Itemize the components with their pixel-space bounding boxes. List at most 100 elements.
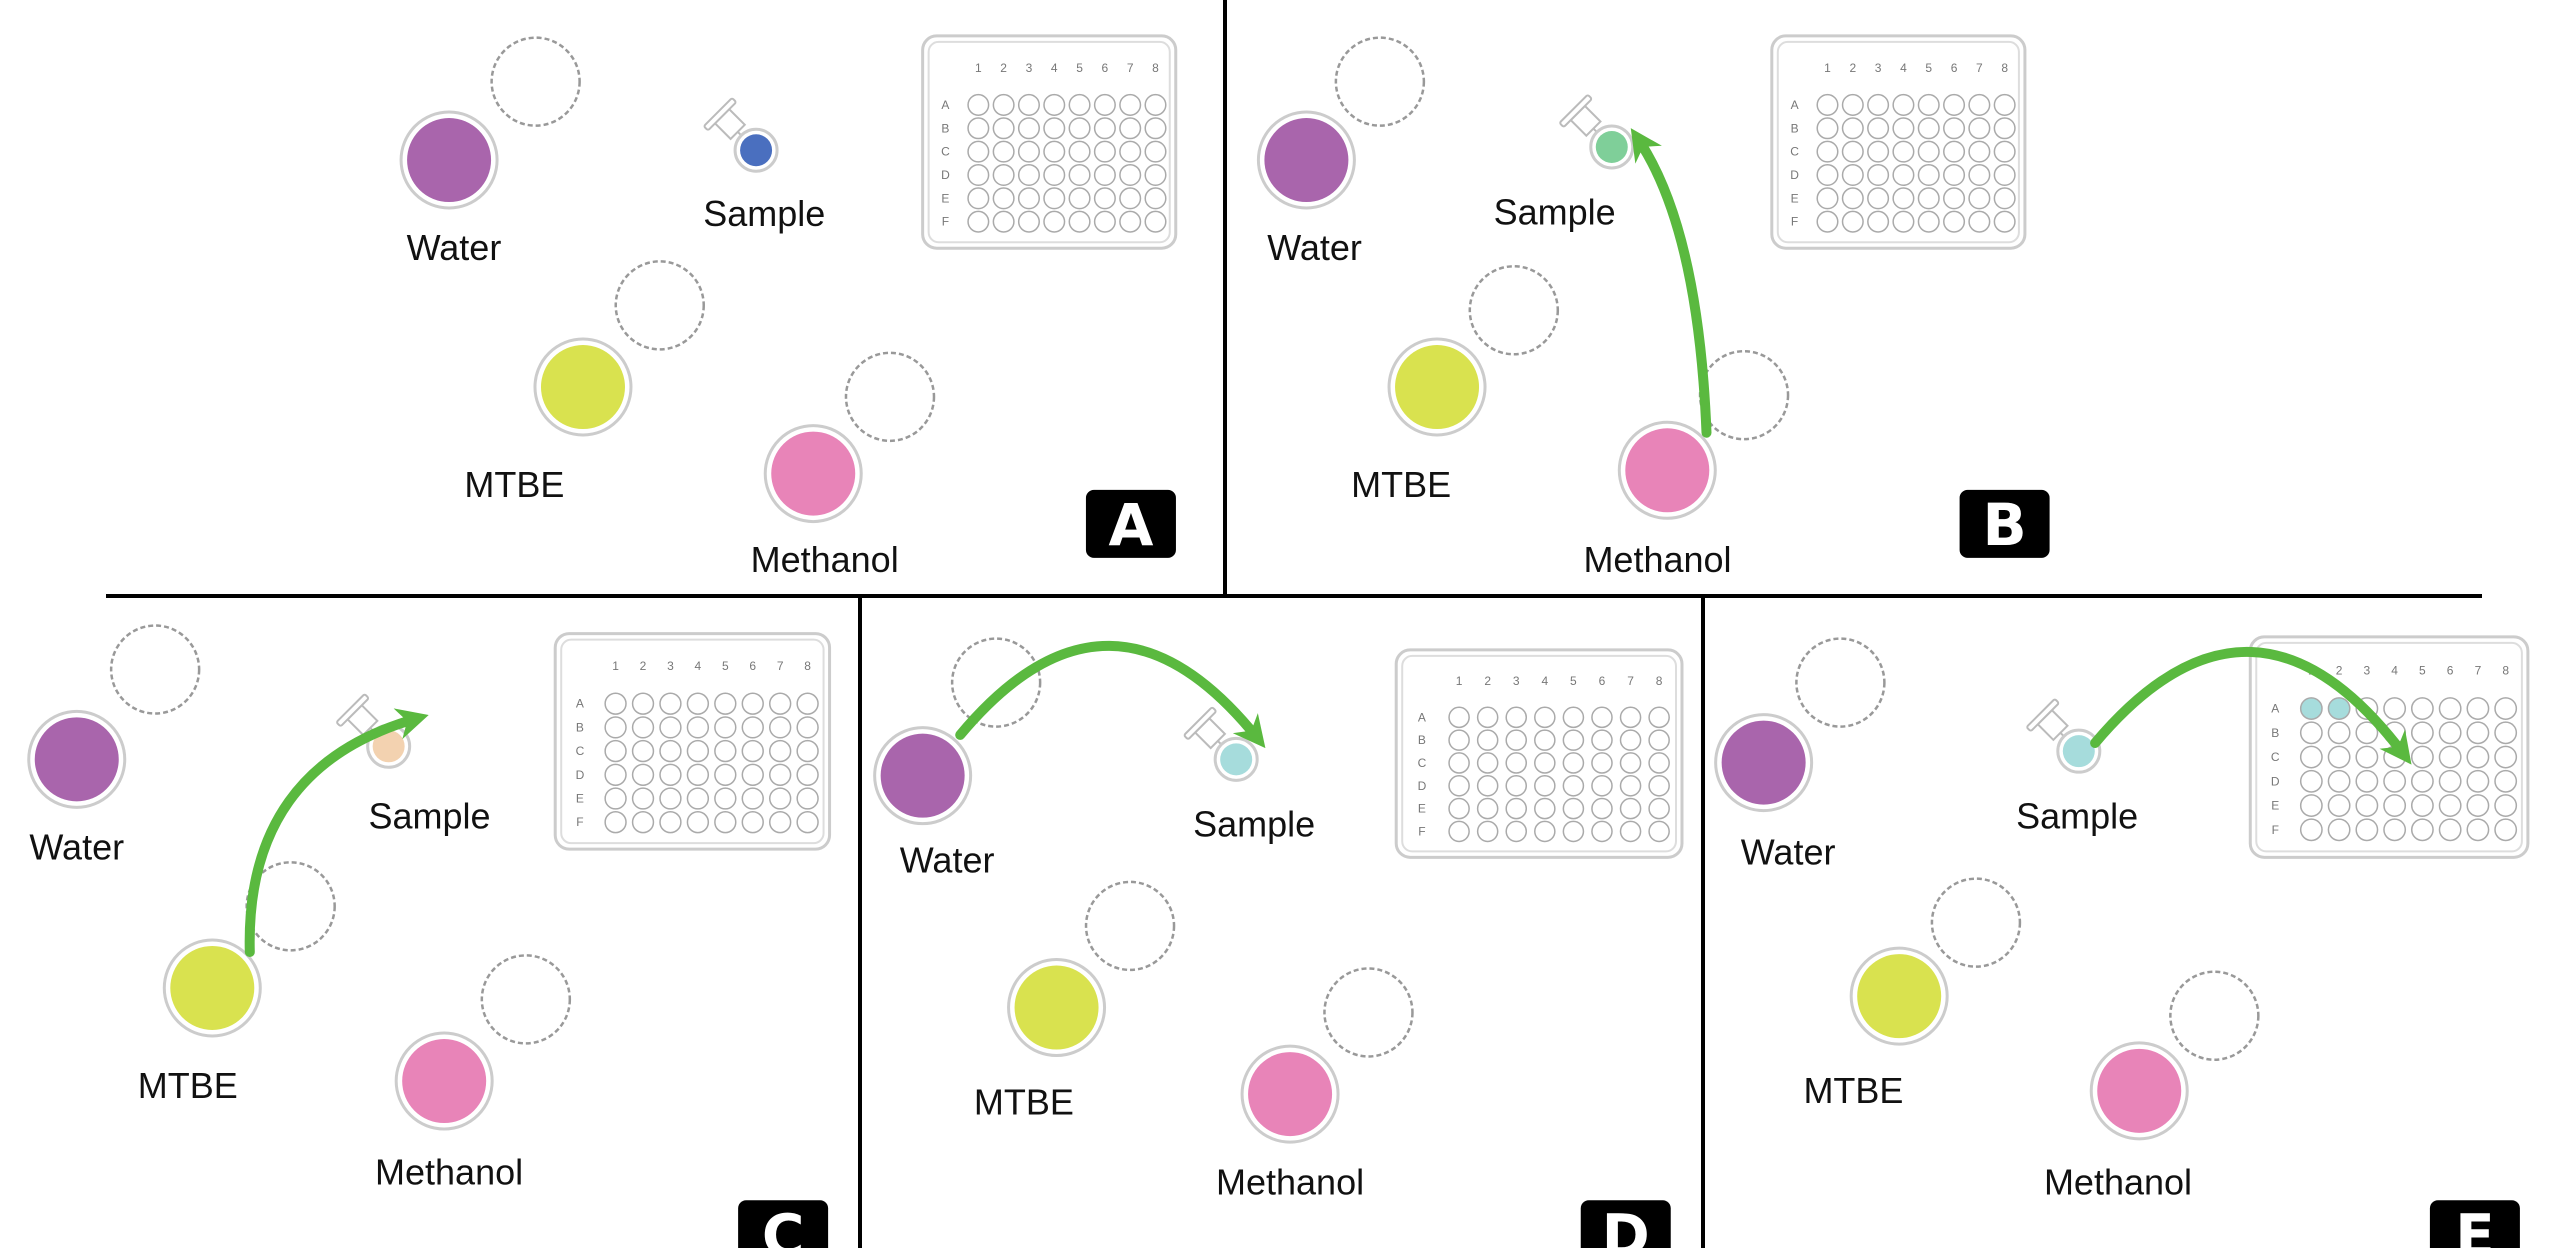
well-A5 — [2410, 697, 2434, 720]
well-E6 — [1943, 187, 1966, 210]
plate-column-label: 7 — [777, 659, 784, 673]
water-label: Water — [1267, 227, 1362, 268]
well-C2 — [631, 739, 655, 763]
well-C1 — [1448, 752, 1470, 774]
well-A4 — [1534, 706, 1556, 729]
well-D3 — [1867, 163, 1890, 187]
well-B3 — [1867, 117, 1890, 140]
sample-label: Sample — [1494, 191, 1616, 232]
plate-column-label: 1 — [1456, 674, 1463, 688]
well-C4 — [1043, 140, 1066, 163]
well-B7 — [1968, 117, 1991, 140]
well-D8 — [1648, 774, 1670, 797]
plate-column-label: 6 — [1951, 61, 1958, 75]
plate-row-label: C — [1418, 756, 1427, 770]
well-E8 — [1144, 187, 1167, 210]
well-E2 — [1476, 797, 1499, 820]
plate-column-label: 7 — [1127, 61, 1134, 75]
well-C8 — [796, 739, 819, 763]
well-B5 — [2410, 721, 2434, 745]
mtbe-liquid — [540, 345, 625, 430]
methanol-liquid — [2097, 1048, 2182, 1133]
plate-column-label: 8 — [2001, 61, 2008, 75]
well-B7 — [2466, 721, 2490, 745]
well-A1 — [2299, 697, 2323, 720]
methanol-liquid — [771, 431, 856, 516]
plate-column-label: 8 — [804, 659, 811, 673]
mtbe-label: MTBE — [138, 1065, 238, 1106]
well-D7 — [768, 763, 792, 786]
mtbe-label: MTBE — [1351, 464, 1451, 505]
well-E1 — [1816, 187, 1839, 210]
well-A2 — [1476, 706, 1499, 729]
well-E6 — [2438, 794, 2462, 817]
well-F5 — [714, 811, 737, 834]
methanol-empty-position — [480, 954, 572, 1045]
mtbe-empty-position — [1930, 877, 2022, 968]
well-E7 — [1119, 187, 1142, 210]
methanol-label: Methanol — [751, 539, 899, 580]
well-D4 — [686, 763, 710, 786]
well-B1 — [1816, 117, 1839, 140]
well-C8 — [1144, 140, 1167, 163]
well-A7 — [768, 692, 792, 715]
well-B8 — [2494, 721, 2518, 745]
plate-row-label: B — [1791, 121, 1799, 135]
plate-row-label: A — [1791, 98, 1799, 112]
well-B2 — [992, 117, 1015, 140]
well-B5 — [1917, 117, 1940, 140]
well-B7 — [768, 716, 792, 739]
well-E5 — [1068, 187, 1091, 210]
sample-tube-icon — [336, 693, 379, 737]
well-B3 — [2355, 721, 2379, 745]
plate-row-label: F — [576, 815, 583, 829]
sample-tube-icon — [1183, 706, 1227, 750]
well-D6 — [741, 763, 764, 786]
well-E6 — [1591, 797, 1613, 820]
well-E7 — [1619, 797, 1642, 820]
well-F8 — [1648, 820, 1670, 843]
plate-column-label: 2 — [1000, 61, 1007, 75]
sample-liquid — [1220, 743, 1253, 776]
water-label: Water — [900, 840, 995, 881]
panel-badge-letter: B — [1982, 491, 2026, 559]
well-D7 — [1968, 163, 1991, 187]
well-C8 — [1993, 140, 2016, 163]
well-B5 — [714, 716, 737, 739]
water-empty-position — [109, 624, 201, 715]
plate-row-label: A — [941, 98, 949, 112]
well-A8 — [2494, 697, 2518, 720]
well-D5 — [1562, 774, 1585, 797]
water-liquid — [34, 717, 119, 802]
plate-row-label: F — [1418, 824, 1425, 838]
well-B5 — [1562, 729, 1585, 751]
plate-column-label: 5 — [2419, 663, 2426, 677]
well-C2 — [1476, 752, 1499, 774]
plate-column-label: 4 — [1541, 674, 1548, 688]
well-F7 — [1968, 210, 1991, 233]
well-F4 — [686, 811, 710, 834]
transfer-arrow-mtbe-to-sample — [244, 708, 429, 957]
plate-column-label: 5 — [722, 659, 729, 673]
well-C4 — [1892, 140, 1915, 163]
well-A8 — [1993, 93, 2016, 116]
plate-column-label: 1 — [612, 659, 619, 673]
plate-row-label: A — [1418, 710, 1426, 724]
sample-label: Sample — [1193, 804, 1315, 845]
well-E1 — [604, 787, 627, 810]
well-A5 — [1917, 93, 1940, 116]
well-E8 — [2494, 794, 2518, 817]
well-B6 — [2438, 721, 2462, 745]
well-B1 — [967, 117, 990, 140]
well-B4 — [1043, 117, 1066, 140]
well-A8 — [1144, 93, 1167, 116]
sample-label: Sample — [703, 193, 825, 234]
well-D6 — [2438, 769, 2462, 793]
methanol-empty-position — [1698, 349, 1790, 441]
well-F1 — [1816, 210, 1839, 233]
